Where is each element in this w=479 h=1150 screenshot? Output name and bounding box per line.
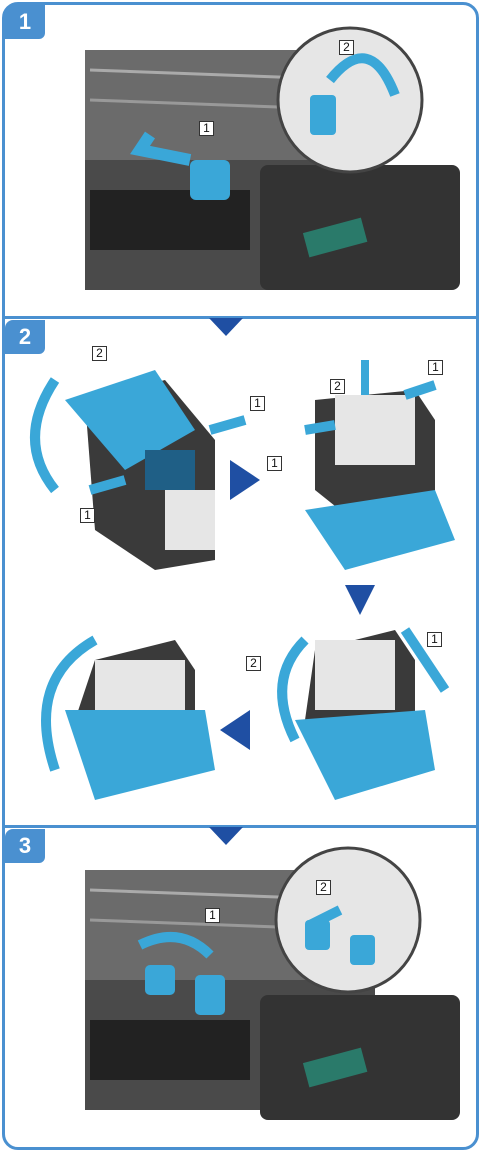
press-arrow-icon (88, 475, 127, 495)
callout-label: 1 (250, 396, 265, 411)
callout-label: 2 (330, 379, 345, 394)
step-1-illustration (85, 26, 460, 290)
handle-slot (302, 1047, 368, 1088)
callout-label: 2 (339, 40, 354, 55)
handle-slot (302, 217, 368, 258)
machine-base (90, 1020, 250, 1080)
callout-label: 1 (267, 456, 282, 471)
divider-1-2 (2, 316, 478, 319)
next-step-arrow-icon (209, 827, 243, 845)
step-3-badge: 3 (5, 829, 45, 863)
callout-label: 1 (205, 908, 220, 923)
step-2-illustration (30, 360, 455, 800)
press-arrow-icon (304, 420, 336, 435)
push-arrow-icon (307, 905, 343, 930)
callout-label: 2 (316, 880, 331, 895)
staple-cartridge-closed (65, 640, 215, 800)
rotate-arrow-icon (277, 636, 309, 743)
callout-label: 1 (199, 121, 214, 136)
stapler-part-blue (190, 160, 230, 200)
callout-label: 2 (92, 346, 107, 361)
staple-cartridge-open (65, 370, 215, 570)
divider-2-3 (2, 825, 478, 828)
pull-arrow-icon (130, 131, 192, 166)
step-2-badge: 2 (5, 320, 45, 354)
next-arrow-icon (220, 710, 250, 750)
next-step-arrow-icon (209, 318, 243, 336)
callout-label: 1 (428, 360, 443, 375)
stapler-part-blue (145, 965, 175, 995)
step-1-badge: 1 (5, 5, 45, 39)
rotate-arrow-icon (30, 377, 60, 494)
callout-label: 1 (80, 508, 95, 523)
zoom-blue-lever (350, 935, 375, 965)
staple-cartridge-closing (295, 630, 435, 800)
next-arrow-icon (345, 585, 375, 615)
insert-arrow-icon (137, 932, 214, 959)
push-arrow-icon (400, 627, 450, 693)
next-arrow-icon (230, 460, 260, 500)
stapler-part-blue (195, 975, 225, 1015)
zoom-callout-circle (276, 26, 424, 174)
staple-cartridge (305, 390, 455, 570)
step-3-illustration (85, 846, 460, 1120)
zoom-callout-circle (274, 846, 422, 994)
callout-label: 2 (246, 656, 261, 671)
zoom-blue-lever (310, 95, 336, 135)
rotate-arrow-icon (41, 635, 98, 772)
press-arrow-icon (403, 380, 437, 400)
rotate-arrow-icon (326, 53, 400, 97)
press-arrow-icon (208, 415, 247, 435)
callout-label: 1 (427, 632, 442, 647)
